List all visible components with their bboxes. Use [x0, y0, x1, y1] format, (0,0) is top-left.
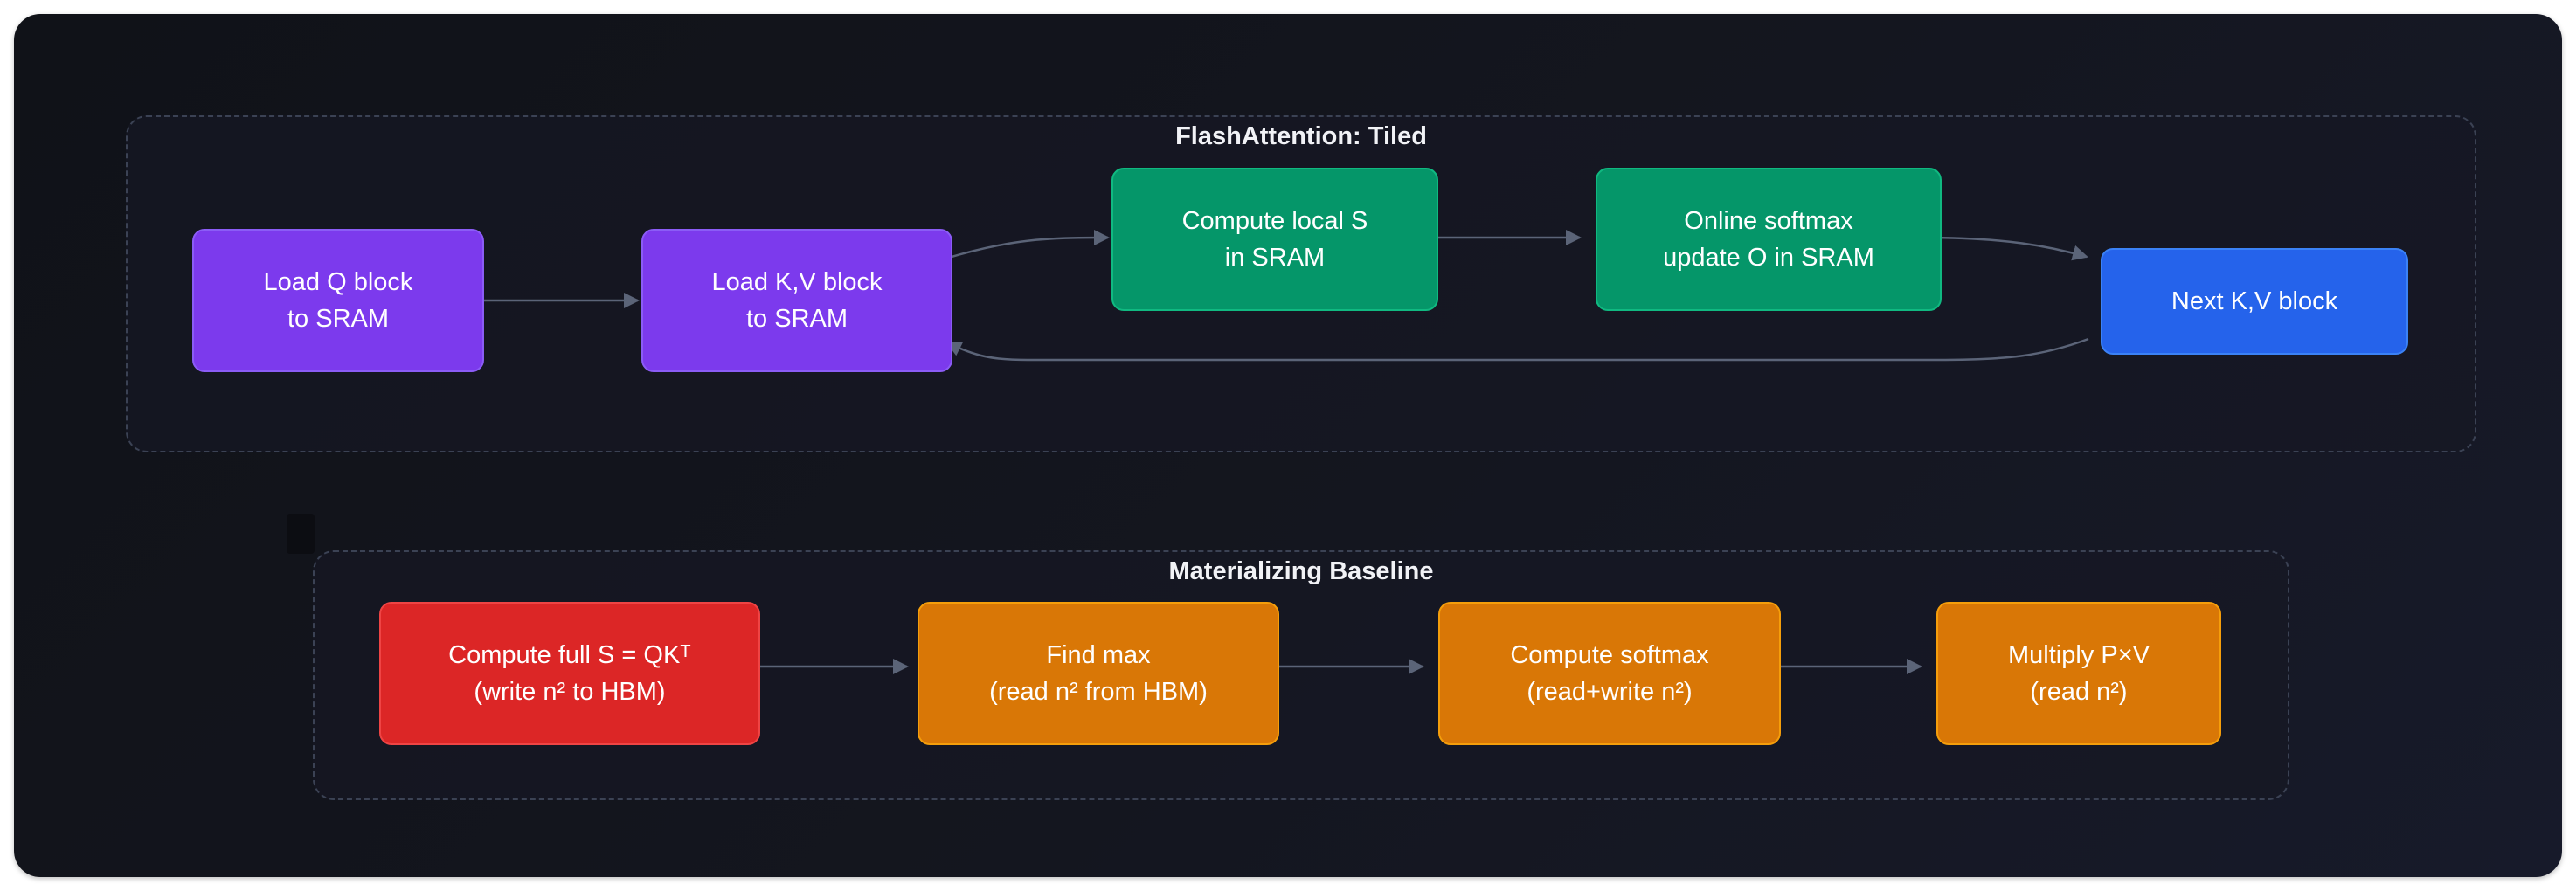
- diagram-canvas: FlashAttention: Tiled Materializing Base…: [14, 14, 2562, 877]
- node-compute-softmax[interactable]: Compute softmax (read+write n²): [1438, 602, 1781, 745]
- node-label-line: (write n² to HBM): [474, 678, 666, 706]
- node-label-line: Load Q block: [263, 268, 413, 296]
- node-load-q-block[interactable]: Load Q block to SRAM: [192, 229, 484, 372]
- node-label-line: to SRAM: [745, 305, 848, 333]
- node-label-line: Compute softmax: [1510, 641, 1709, 669]
- node-label-line: Compute full S = QKᵀ: [448, 641, 691, 669]
- decorative-marker: [287, 514, 315, 554]
- node-label-line: to SRAM: [287, 305, 390, 333]
- cluster-title-baseline: Materializing Baseline: [1168, 557, 1434, 585]
- node-label-line: Online softmax: [1684, 207, 1853, 235]
- node-next-kv-block[interactable]: Next K,V block: [2101, 248, 2408, 355]
- node-label-line: Multiply P×V: [2008, 641, 2150, 669]
- node-label-line: update O in SRAM: [1663, 244, 1874, 272]
- node-compute-full-s[interactable]: Compute full S = QKᵀ (write n² to HBM): [379, 602, 760, 745]
- node-label-line: (read n²): [2030, 678, 2128, 706]
- node-label-line: (read+write n²): [1527, 678, 1693, 706]
- node-label-line: in SRAM: [1224, 244, 1326, 272]
- node-multiply-pv[interactable]: Multiply P×V (read n²): [1936, 602, 2221, 745]
- node-label-line: Compute local S: [1181, 207, 1368, 235]
- node-label-line: Find max: [1046, 641, 1151, 669]
- node-label-line: Load K,V block: [711, 268, 883, 296]
- cluster-title-tiled: FlashAttention: Tiled: [1175, 122, 1427, 150]
- node-label-line: (read n² from HBM): [989, 678, 1208, 706]
- node-online-softmax[interactable]: Online softmax update O in SRAM: [1596, 168, 1942, 311]
- node-label-line: Next K,V block: [2171, 287, 2338, 315]
- node-find-max[interactable]: Find max (read n² from HBM): [918, 602, 1279, 745]
- node-load-kv-block[interactable]: Load K,V block to SRAM: [641, 229, 952, 372]
- node-compute-local-s[interactable]: Compute local S in SRAM: [1111, 168, 1438, 311]
